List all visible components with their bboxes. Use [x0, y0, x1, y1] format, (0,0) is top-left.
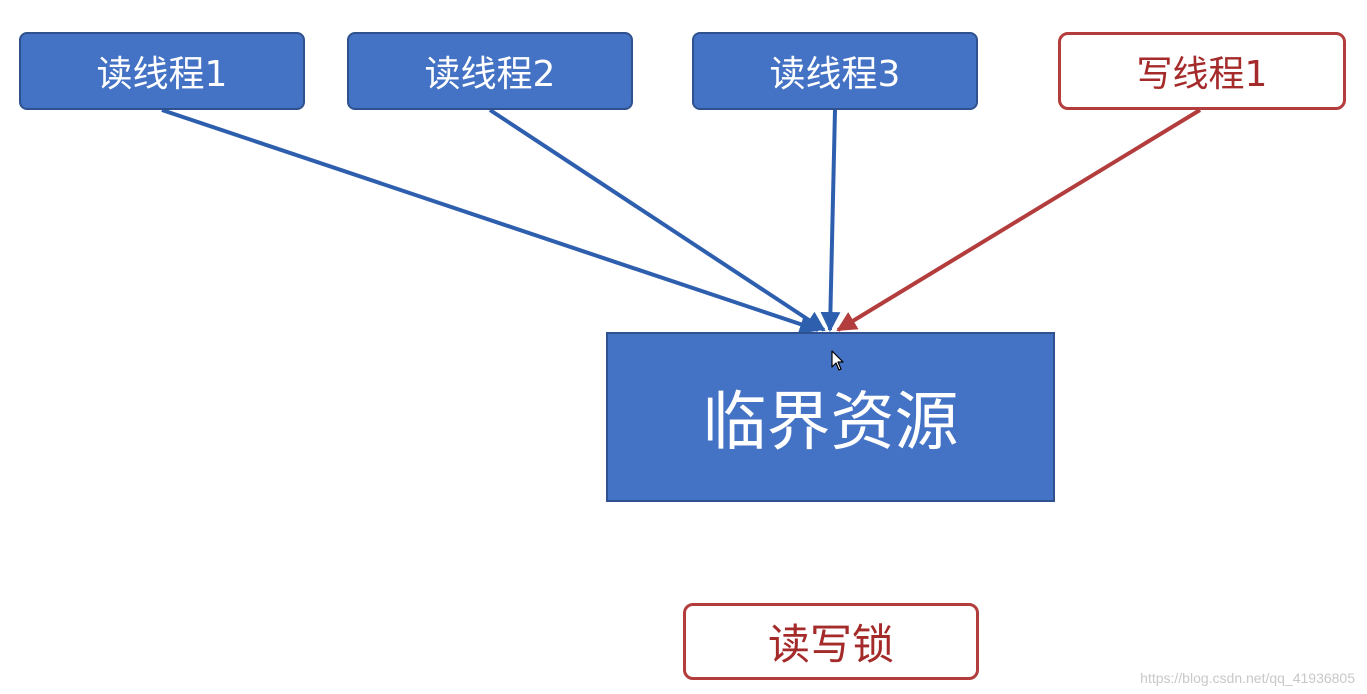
read-write-lock-label: 读写锁	[767, 620, 894, 669]
arrow-writer-1-to-resource	[836, 108, 1202, 332]
mouse-cursor-icon	[831, 350, 844, 371]
write-thread-1-label: 写线程1	[1136, 54, 1268, 95]
critical-resource-box: 临界资源	[606, 332, 1055, 502]
read-thread-3-box: 读线程3	[692, 32, 978, 110]
watermark-text: https://blog.csdn.net/qq_41936805	[1140, 670, 1355, 686]
arrow-reader-2-to-resource	[488, 108, 826, 332]
critical-resource-label: 临界资源	[702, 386, 959, 460]
read-thread-2-box: 读线程2	[347, 32, 633, 110]
read-thread-1-box: 读线程1	[19, 32, 305, 110]
arrow-reader-1-to-resource	[161, 108, 820, 334]
read-thread-3-label: 读线程3	[769, 54, 901, 95]
write-thread-1-box: 写线程1	[1058, 32, 1346, 110]
arrow-reader-3-to-resource	[820, 109, 841, 332]
read-write-lock-box: 读写锁	[683, 603, 979, 680]
read-thread-1-label: 读线程1	[96, 54, 228, 95]
read-thread-2-label: 读线程2	[424, 54, 556, 95]
